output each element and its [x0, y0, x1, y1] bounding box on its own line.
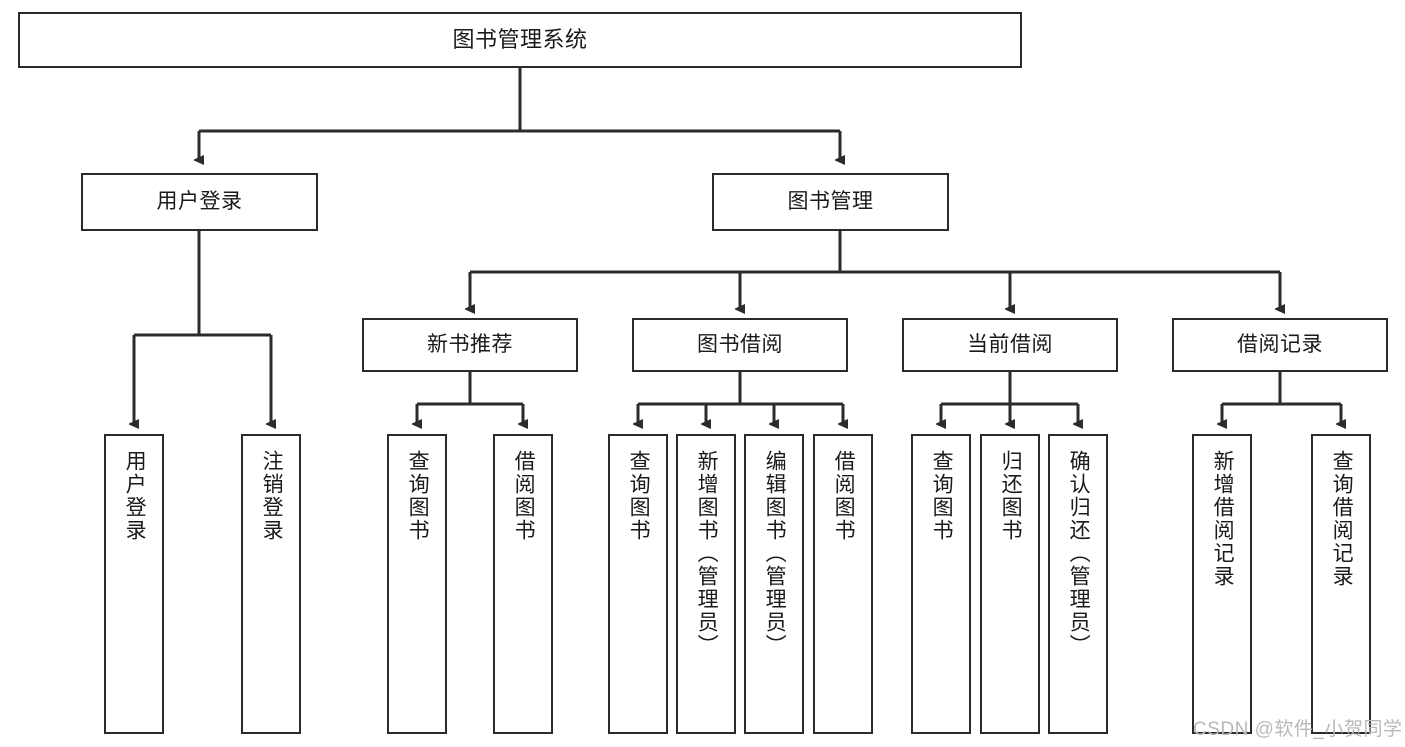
node-root-system[interactable]: 图书管理系统: [18, 12, 1022, 68]
node-current-borrow[interactable]: 当前借阅: [902, 318, 1118, 372]
node-label: 用户登录: [156, 189, 243, 213]
node-label: 归还图书: [999, 450, 1023, 542]
node-label: 新书推荐: [427, 332, 513, 356]
leaf-current-borrow-return[interactable]: 归还图书: [980, 434, 1040, 734]
leaf-book-borrow-lend[interactable]: 借阅图书: [813, 434, 873, 734]
node-label: 确认归还（管理员）: [1067, 450, 1091, 657]
node-label: 查询借阅记录: [1330, 450, 1354, 588]
node-label: 新增图书（管理员）: [695, 450, 719, 657]
node-user-login[interactable]: 用户登录: [81, 173, 318, 231]
node-label: 注销登录: [260, 450, 284, 542]
leaf-book-borrow-query[interactable]: 查询图书: [608, 434, 668, 734]
watermark-text: CSDN @软件_小贺同学: [1193, 719, 1403, 740]
node-book-borrow[interactable]: 图书借阅: [632, 318, 848, 372]
node-label: 图书管理系统: [452, 27, 588, 53]
leaf-new-book-query[interactable]: 查询图书: [387, 434, 447, 734]
leaf-current-borrow-confirm[interactable]: 确认归还（管理员）: [1048, 434, 1108, 734]
node-label: 查询图书: [930, 450, 954, 542]
leaf-user-login-signin[interactable]: 用户登录: [104, 434, 164, 734]
node-book-management[interactable]: 图书管理: [712, 173, 949, 231]
leaf-new-book-borrow[interactable]: 借阅图书: [493, 434, 553, 734]
node-label: 借阅图书: [832, 450, 856, 542]
leaf-book-borrow-edit[interactable]: 编辑图书（管理员）: [744, 434, 804, 734]
node-label: 借阅记录: [1237, 332, 1323, 356]
node-label: 借阅图书: [512, 450, 536, 542]
leaf-borrow-record-query[interactable]: 查询借阅记录: [1311, 434, 1371, 734]
node-label: 新增借阅记录: [1211, 450, 1235, 588]
leaf-borrow-record-add[interactable]: 新增借阅记录: [1192, 434, 1252, 734]
node-label: 图书借阅: [697, 332, 783, 356]
node-label: 查询图书: [627, 450, 651, 542]
node-label: 用户登录: [123, 450, 147, 542]
node-borrow-record[interactable]: 借阅记录: [1172, 318, 1388, 372]
node-label: 编辑图书（管理员）: [763, 450, 787, 657]
node-label: 图书管理: [787, 189, 874, 213]
node-label: 当前借阅: [967, 332, 1053, 356]
node-new-book-recommend[interactable]: 新书推荐: [362, 318, 578, 372]
node-label: 查询图书: [406, 450, 430, 542]
leaf-current-borrow-query[interactable]: 查询图书: [911, 434, 971, 734]
leaf-user-login-signout[interactable]: 注销登录: [241, 434, 301, 734]
leaf-book-borrow-add[interactable]: 新增图书（管理员）: [676, 434, 736, 734]
